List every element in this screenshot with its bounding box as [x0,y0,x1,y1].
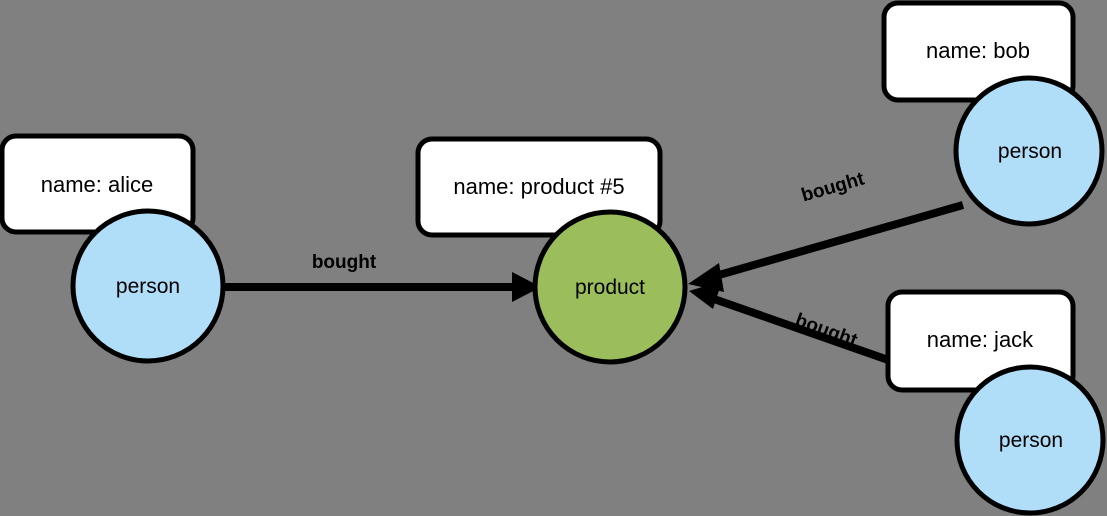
node-layer [70,75,1106,516]
node-circle-alice[interactable] [70,208,226,364]
arrowhead-icon [512,272,541,302]
node-circle-product[interactable] [532,209,688,365]
edge-alice-bought-product[interactable] [224,272,541,302]
arrowhead-icon [689,281,722,309]
edge-line [710,201,965,281]
node-circle-jack[interactable] [954,364,1106,516]
edge-bob-bought-product[interactable] [688,201,965,292]
node-circle-bob[interactable] [953,75,1105,227]
